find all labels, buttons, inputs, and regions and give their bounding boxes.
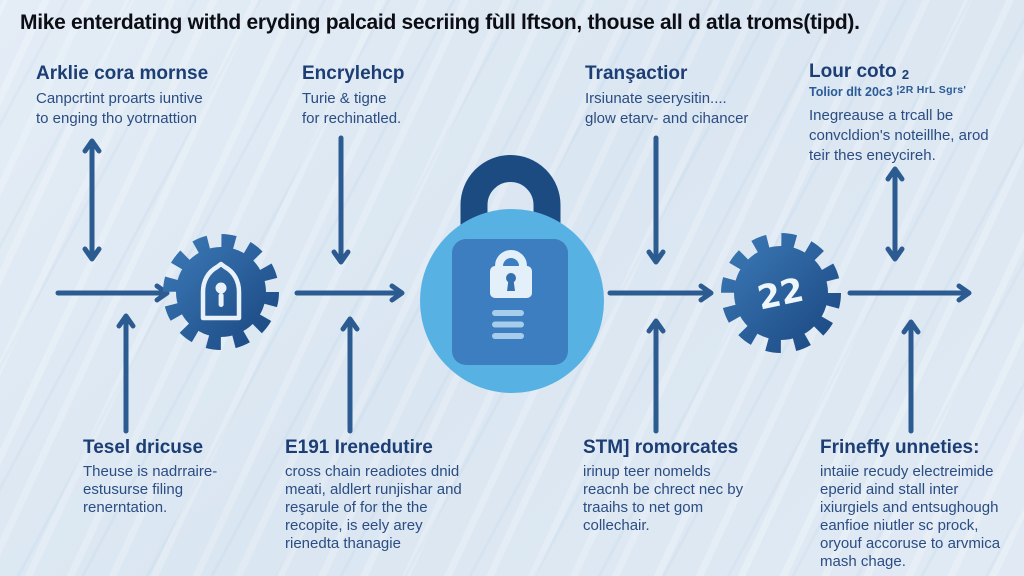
column-heading: Arklie cora mornse <box>36 63 209 84</box>
column-subline: Tolior dlt 20c3 ¦2R HrL Sgrs' <box>809 84 967 99</box>
column-line: convcldion's noteillhe, arod <box>809 127 989 144</box>
column-line: for rechinatled. <box>302 110 402 127</box>
block-line: renerntation. <box>83 499 168 516</box>
block-line: Theuse is nadrraire- <box>83 463 218 480</box>
padlock-circle-icon <box>420 155 604 393</box>
column-line: Canpcrtint proarts iuntive <box>36 90 203 107</box>
block-line: recopite, is eely arey <box>285 517 423 534</box>
bottom-block-2: E191 Irenedutire cross chain readiotes d… <box>285 437 462 553</box>
gear-label: 22 <box>754 270 807 318</box>
block-line: ixiurgiels and entsughough <box>820 499 999 516</box>
block-heading: Tesel dricuse <box>83 437 204 458</box>
page-title: Mike enterdating withd eryding palcaid s… <box>20 11 860 34</box>
block-line: meati, aldlert runjishar and <box>285 481 462 498</box>
block-line: eanfioe niutler sc prock, <box>820 517 979 534</box>
subline-note: ¦2R HrL Sgrs' <box>896 84 967 96</box>
bottom-block-3: STM] romorcates irinup teer nomelds reac… <box>583 437 743 535</box>
column-body: Inegreause a trcall be convcldion's note… <box>809 106 989 166</box>
small-lock-icon <box>490 250 532 298</box>
block-line: reşarule of for the the <box>285 499 428 516</box>
block-line: collechair. <box>583 517 650 534</box>
heading-subscript: 2 <box>901 67 910 82</box>
gear-lock-icon <box>163 234 279 350</box>
bottom-block-1: Tesel dricuse Theuse is nadrraire- estus… <box>83 437 217 517</box>
block-line: traaihs to net gom <box>583 499 704 516</box>
block-line: estusurse filing <box>83 481 184 498</box>
padlock-shackle <box>460 155 561 245</box>
block-line: irinup teer nomelds <box>583 463 711 480</box>
keyhole-lock-icon <box>200 261 242 321</box>
block-heading: STM] romorcates <box>583 437 739 458</box>
block-line: rienedta thanagie <box>285 535 401 552</box>
top-column-4: Lour coto 2 Tolior dlt 20c3 ¦2R HrL Sgrs… <box>809 61 989 166</box>
top-column-1: Arklie cora mornse Canpcrtint proarts iu… <box>36 63 208 129</box>
block-line: oryouf accoruse to arvmica <box>820 535 1001 552</box>
bottom-block-4: Frineffy unneties: intaiie recudy electr… <box>820 437 1000 571</box>
column-line: Irsiunate seerysitin.... <box>585 90 727 107</box>
column-line: teir thes eneycireh. <box>809 147 936 164</box>
column-heading: Encrylehcp <box>302 63 405 84</box>
block-line: cross chain readiotes dnid <box>285 463 460 480</box>
block-line: intaiie recudy electreimide <box>820 463 994 480</box>
block-line: reacnh be chrect nec by <box>583 481 744 498</box>
block-heading: E191 Irenedutire <box>285 437 433 458</box>
block-heading: Frineffy unneties: <box>820 437 980 458</box>
column-heading: Lour coto 2 <box>809 61 910 82</box>
top-column-3: Tranşactior Irsiunate seerysitin.... glo… <box>585 63 748 129</box>
card-text-lines <box>492 310 524 339</box>
column-line: glow etarv- and cihancer <box>585 110 749 127</box>
block-line: mash chage. <box>820 553 906 570</box>
block-line: eperid aind stall inter <box>820 481 959 498</box>
column-line: Turie & tigne <box>302 90 387 107</box>
gear-22-icon: 22 <box>721 233 841 353</box>
column-line: to enging tho yotrnattion <box>36 110 197 127</box>
column-line: Inegreause a trcall be <box>809 107 954 124</box>
top-column-2: Encrylehcp Turie & tigne for rechinatled… <box>302 63 404 129</box>
padlock-card <box>452 239 568 365</box>
column-heading: Tranşactior <box>585 63 688 84</box>
